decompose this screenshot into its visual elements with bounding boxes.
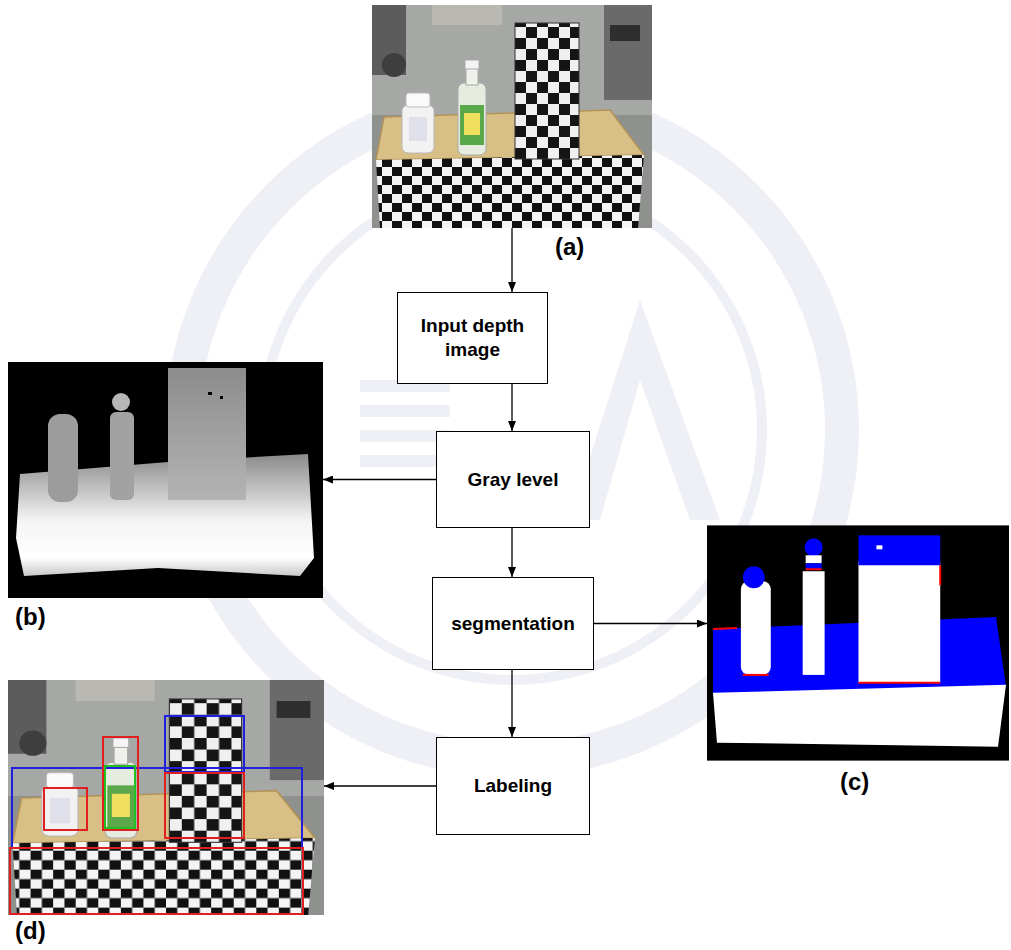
figure-label: (d) <box>15 918 46 944</box>
flow-arrow <box>324 785 436 786</box>
depth-objects <box>48 368 246 502</box>
box-label: Labeling <box>474 774 552 798</box>
segment-regions <box>713 535 1006 746</box>
process-box: segmentation <box>432 577 594 670</box>
process-box: Input depth image <box>397 292 548 384</box>
depth-image <box>8 362 323 598</box>
flow-arrow <box>323 479 436 480</box>
box-label: Gray level <box>468 468 559 492</box>
rgb-photo-node: (a) <box>372 5 652 228</box>
flow-arrow <box>511 670 512 737</box>
process-box: Gray level <box>436 431 590 528</box>
labeled-photo-node: (d) <box>8 680 324 915</box>
flow-arrow <box>511 528 512 577</box>
depth-image-node: (b) <box>8 362 323 598</box>
label-boxes <box>10 716 303 914</box>
flow-arrow <box>594 623 707 624</box>
segmentation-image-node: (c) <box>707 525 1009 761</box>
box-label: segmentation <box>451 612 575 636</box>
segment-edges <box>713 565 940 683</box>
figure-label: (b) <box>15 604 46 630</box>
flow-arrow <box>511 228 512 292</box>
box-label: Input depth image <box>398 314 547 362</box>
rgb-photo <box>372 5 652 228</box>
segmentation-image <box>707 525 1009 761</box>
figure-label: (a) <box>555 234 584 260</box>
figure-label: (c) <box>840 769 869 795</box>
flow-arrow <box>511 384 512 431</box>
process-box: Labeling <box>436 737 590 835</box>
labeled-photo <box>8 680 324 915</box>
